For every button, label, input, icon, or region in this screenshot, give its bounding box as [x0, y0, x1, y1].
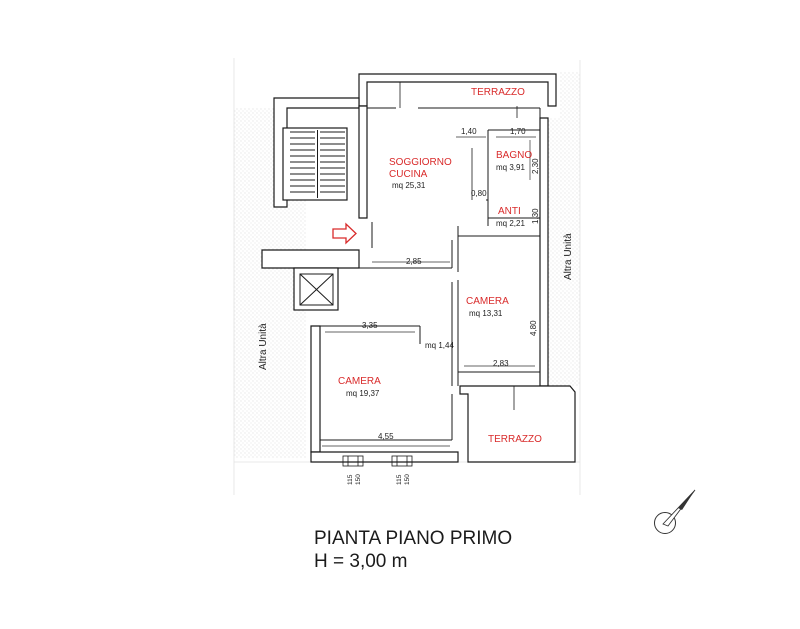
entrance-arrow-icon [332, 222, 357, 245]
anti-area: mq 2,21 [496, 219, 525, 228]
camera-left-area: mq 19,37 [346, 389, 380, 398]
north-arrow-icon [654, 489, 696, 534]
bottom-windows [342, 455, 413, 467]
dim-1-40: 1,40 [461, 127, 477, 136]
dimension-lines [322, 136, 541, 447]
plan-height: H = 3,00 m [314, 551, 408, 572]
anti-label: ANTI [498, 206, 521, 217]
plan-title: PIANTA PIANO PRIMO [314, 528, 513, 549]
window-dim-115-b: 115 [396, 474, 403, 485]
neighbour-left-label: Altra Unità [258, 323, 269, 370]
neighbour-right-label: Altra Unità [563, 233, 574, 280]
dim-1-30: 1,30 [531, 208, 540, 224]
walls [261, 73, 576, 463]
camera-right-label: CAMERA [466, 296, 509, 307]
camera-right-area: mq 13,31 [469, 309, 503, 318]
door-lines [399, 82, 518, 410]
dim-1-70: 1,70 [510, 127, 526, 136]
soggiorno-area: mq 25,31 [392, 181, 426, 190]
dim-2-30: 2,30 [531, 158, 540, 174]
dim-2-85: 2,85 [406, 257, 422, 266]
window-dim-150-b: 150 [404, 474, 411, 485]
interior-lines [320, 107, 541, 441]
corridor-area: mq 1,44 [425, 341, 454, 350]
bagno-area: mq 3,91 [496, 163, 525, 172]
soggiorno-label: SOGGIORNO [389, 157, 452, 168]
terrazzo-top-label: TERRAZZO [471, 87, 525, 98]
dim-0-80: 0,80 [471, 189, 487, 198]
dim-4-55: 4,55 [378, 432, 394, 441]
dim-4-80: 4,80 [529, 320, 538, 336]
window-dim-150-a: 150 [355, 474, 362, 485]
window-dim-115-a: 115 [347, 474, 354, 485]
bagno-label: BAGNO [496, 150, 532, 161]
dim-2-83: 2,83 [493, 359, 509, 368]
cucina-label: CUCINA [389, 169, 428, 180]
terrazzo-bottom-label: TERRAZZO [488, 434, 542, 445]
dim-3-35: 3,35 [362, 321, 378, 330]
camera-left-label: CAMERA [338, 376, 381, 387]
